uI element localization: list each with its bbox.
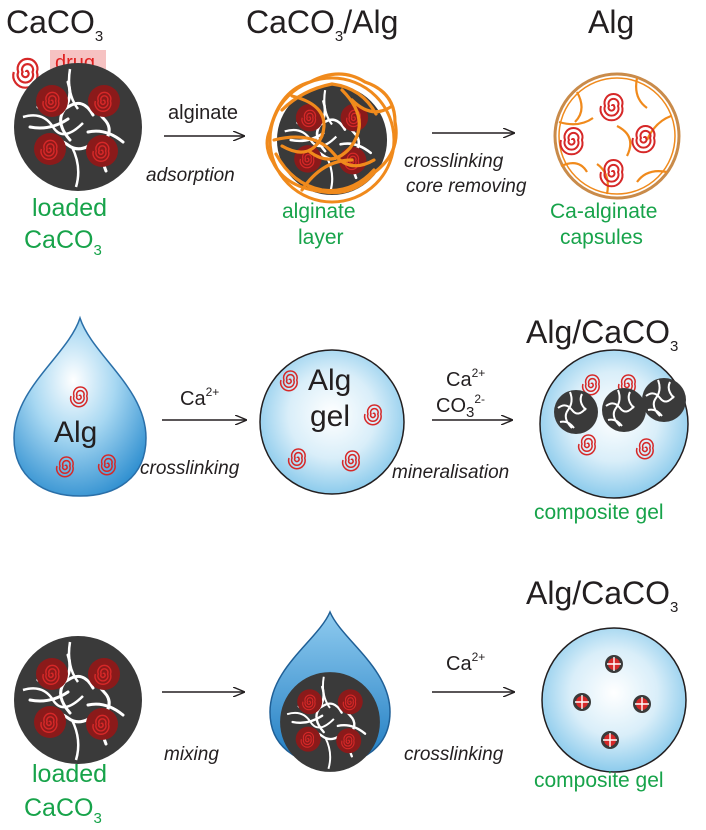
row1-caption-caco3: CaCO3 [24,226,102,259]
loaded-caco3-particle [14,63,142,191]
row2-gel-label-alg: Alg [308,364,351,397]
row1-title-caco3: CaCO3 [6,4,103,45]
row3-composite-particle-1 [605,655,623,673]
row2-composite-mineral-2 [601,387,647,433]
row2-composite-mineral-3 [641,377,687,423]
row1-caption-alginate: alginate [282,200,356,223]
row1-caption-capsules: capsules [560,226,643,249]
row3-loaded-caco3-particle [14,636,142,764]
row3-composite-particle-3 [633,695,651,713]
row1-title-alg: Alg [588,4,634,40]
row3-caption-composite-gel: composite gel [534,769,664,792]
row3-caption-loaded: loaded [32,760,107,788]
ca-alginate-capsule [553,72,681,200]
row2-arrow1-label-ca: Ca2+ [180,385,219,410]
composite-gel-bead-row3 [541,627,687,773]
row2-caption-composite-gel: composite gel [534,501,664,524]
row3-arrow2-label-ca: Ca2+ [446,650,485,675]
row2-gel-label-gel: gel [310,400,350,433]
row3-caption-caco3: CaCO3 [24,794,102,827]
row3-composite-particle-2 [573,693,591,711]
row1-caption-layer: layer [298,226,344,249]
row1-arrow1-label-alginate: alginate [168,102,238,124]
row2-arrow2-label-co3: CO32- [436,392,485,421]
row2-arrow2-label-ca: Ca2+ [446,366,485,391]
row3-arrow1-label-mixing: mixing [164,744,219,765]
row1-title-caco3-alg: CaCO3/Alg [246,4,398,45]
row2-title-alg-caco3: Alg/CaCO3 [526,314,678,355]
row2-arrow2-label-mineralisation: mineralisation [392,462,509,483]
row1-arrow1-label-adsorption: adsorption [146,165,235,186]
row2-arrow1-label-crosslinking: crosslinking [140,458,240,479]
row1-arrow2-label-crosslinking: crosslinking [404,151,504,172]
row3-title-alg-caco3: Alg/CaCO3 [526,575,678,616]
row3-arrow2-label-crosslinking: crosslinking [404,744,504,765]
row1-arrow2-label-core-removing: core removing [406,176,527,197]
row1-caption-loaded: loaded [32,194,107,222]
row3: loaded CaCO3 mixing Ca2+ crosslinking Al… [14,575,687,827]
row3-drop-core [280,672,380,772]
row1: CaCO3 CaCO3/Alg Alg drug loaded CaCO3 al… [6,4,681,259]
row2: Alg Ca2+ crosslinking Alg gel Ca2+ CO32-… [13,314,689,524]
row2-drop-label: Alg [54,416,97,449]
row3-composite-particle-4 [601,731,619,749]
row2-composite-mineral-1 [553,389,599,435]
caco3-alg-particle [265,72,398,204]
row1-caption-ca-alginate: Ca-alginate [550,200,657,223]
